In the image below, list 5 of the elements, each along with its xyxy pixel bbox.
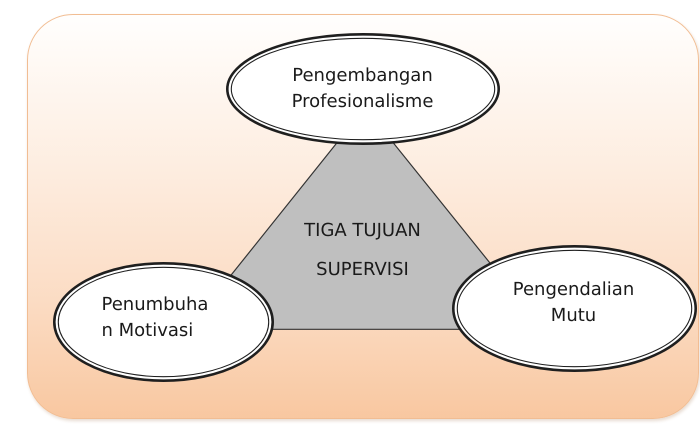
goal-label: Pengembangan Profesionalisme — [292, 64, 434, 114]
goal-label: Penumbuha n Motivasi — [102, 292, 210, 342]
goal-label: Pengendalian Mutu — [512, 278, 634, 328]
background-panel — [27, 14, 699, 419]
title-label: TIGA TUJUAN SUPERVISI — [303, 218, 422, 282]
